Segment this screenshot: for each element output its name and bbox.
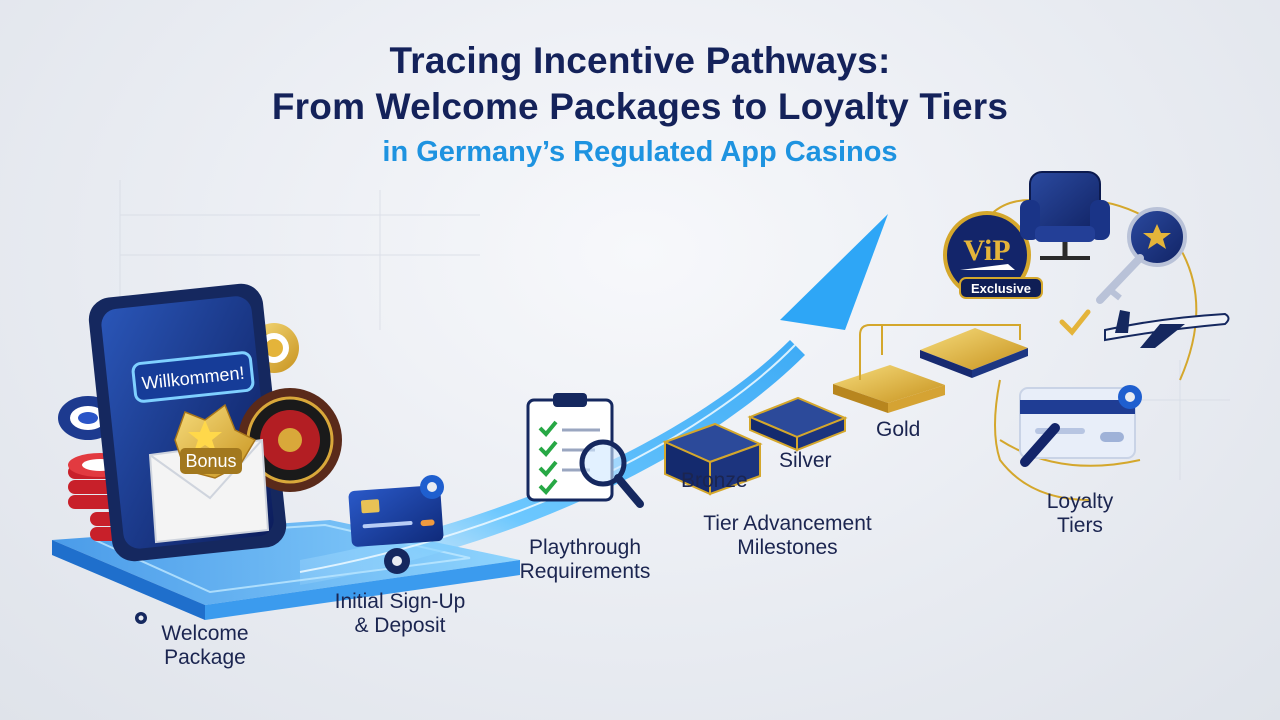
page-subtitle: in Germany’s Regulated App Casinos — [382, 136, 898, 168]
vip-badge-icon — [943, 211, 1043, 299]
magnifying-glass-icon — [579, 439, 644, 508]
stage-label-playthrough: Playthrough Requirements — [500, 536, 670, 584]
stage-label-line: & Deposit — [354, 614, 446, 637]
gear-icon — [135, 612, 147, 624]
stage-label-line: Playthrough — [528, 536, 642, 559]
top-tier-plate — [920, 328, 1028, 378]
airplane-icon — [1104, 310, 1230, 348]
stage-label-line: Tier Advancement — [703, 512, 872, 535]
gear-icon — [1118, 385, 1142, 409]
gold-tier-plate — [833, 365, 945, 413]
stage-label-line: Initial Sign-Up — [334, 590, 466, 613]
deposit-card-icon — [348, 485, 444, 547]
bonus-tag — [180, 448, 242, 474]
checkmark-icon — [1059, 309, 1091, 336]
vip-ribbon-text: Exclusive — [971, 281, 1031, 296]
silver-tier-plate — [747, 396, 848, 452]
gear-icon — [384, 548, 410, 574]
stage-label-milestones: Tier Advancement Milestones — [680, 512, 895, 560]
stage-label-line: Milestones — [737, 536, 838, 559]
bronze-tier-plate — [662, 422, 763, 496]
page-title-line-2: From Welcome Packages to Loyalty Tiers — [271, 86, 1009, 127]
stage-label-signup: Initial Sign-Up & Deposit — [315, 590, 485, 638]
gear-icon — [420, 475, 444, 499]
stage-label-loyalty: Loyalty Tiers — [1025, 490, 1135, 538]
bonus-label: Bonus — [185, 451, 236, 471]
key-icon — [1096, 207, 1187, 304]
stage-label-line: Requirements — [519, 560, 651, 583]
stage-label-line: Loyalty — [1046, 490, 1114, 513]
tier-label-bronze: Bronze — [681, 469, 748, 492]
pen-icon — [1020, 423, 1060, 467]
stage-label-line: Welcome — [161, 622, 249, 645]
tier-label-silver: Silver — [779, 449, 832, 472]
stage-label-welcome-package: Welcome Package — [140, 622, 270, 670]
stage-label-line: Package — [164, 646, 246, 669]
vip-badge-text: ViP — [963, 234, 1010, 267]
header: Tracing Incentive Pathways: From Welcome… — [0, 38, 1280, 172]
welcome-banner: Willkommen! — [131, 351, 255, 403]
tier-label-gold: Gold — [876, 418, 921, 441]
page-title-line-1: Tracing Incentive Pathways: — [389, 40, 891, 81]
stage-label-line: Tiers — [1057, 514, 1103, 537]
armchair-icon — [1020, 171, 1110, 260]
